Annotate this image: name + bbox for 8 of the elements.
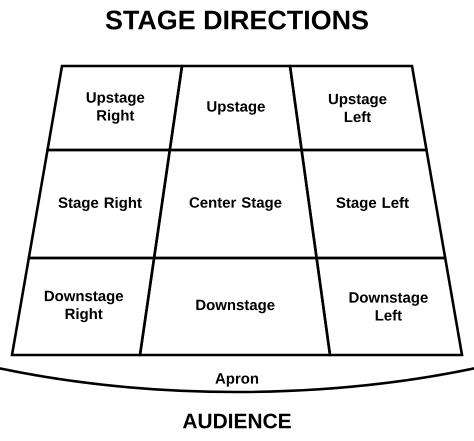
title: STAGE DIRECTIONS: [106, 10, 368, 30]
stage-cell: Center Stage: [152, 148, 318, 260]
stage-cell: Downstage: [138, 256, 332, 356]
stage-cell: Stage Left: [300, 148, 447, 260]
stage-cell: Downstage Left: [315, 256, 464, 356]
stage-cell: Upstage Left: [288, 64, 428, 152]
audience-label: AUDIENCE: [182, 414, 291, 428]
apron-band: Apron: [0, 366, 474, 394]
